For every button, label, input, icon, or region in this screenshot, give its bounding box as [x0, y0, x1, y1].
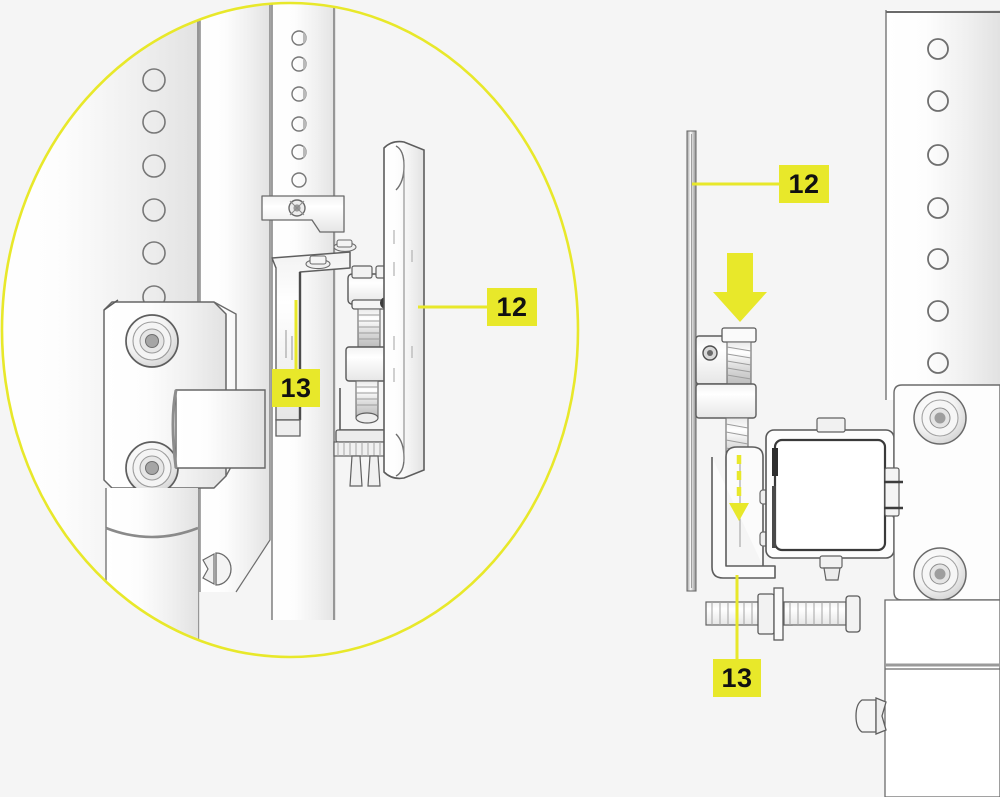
- two-horizontal-bolts: [705, 587, 861, 641]
- pivot-arm-assembly: [103, 299, 266, 495]
- bracket-knob-lower: [913, 547, 967, 601]
- magnified-detail-panel: [0, 1, 580, 659]
- fastener-insertion-arrow: [729, 455, 749, 521]
- bottom-hex-bolt: [855, 697, 887, 735]
- pivot-bolt-lower: [125, 441, 179, 495]
- callout-leader-lines: [294, 182, 782, 662]
- callout-12-exploded-label: 12: [779, 165, 829, 203]
- vesa-plate-12: [383, 140, 425, 480]
- detail-circle-outline: [0, 1, 580, 659]
- pivot-bolt-upper: [125, 314, 179, 368]
- flange-washers: [305, 239, 357, 270]
- callout-13-detail-label: 13: [272, 369, 320, 407]
- middle-post: [199, 3, 271, 593]
- hex-screw-bottom: [202, 552, 232, 586]
- knob-screw-block: [695, 327, 757, 467]
- right-column-hole-column: [927, 38, 949, 635]
- bottom-body-and-bolt: [855, 599, 1000, 797]
- vertical-rail-12: [686, 130, 697, 592]
- callout-12-detail-label: 12: [487, 288, 537, 326]
- exploded-assembly-panel: [686, 10, 1000, 797]
- callout-13-exploded-label: 13: [713, 659, 761, 697]
- insertion-direction-arrow: [713, 253, 767, 322]
- right-column-with-holes: [885, 10, 1000, 635]
- right-bracket-plate: [884, 384, 1000, 601]
- detail-circle-contents: [2, 3, 425, 657]
- bracket-knob-upper: [913, 391, 967, 445]
- center-post-hole-shading: [303, 32, 307, 158]
- upper-tab-bracket: [261, 195, 345, 233]
